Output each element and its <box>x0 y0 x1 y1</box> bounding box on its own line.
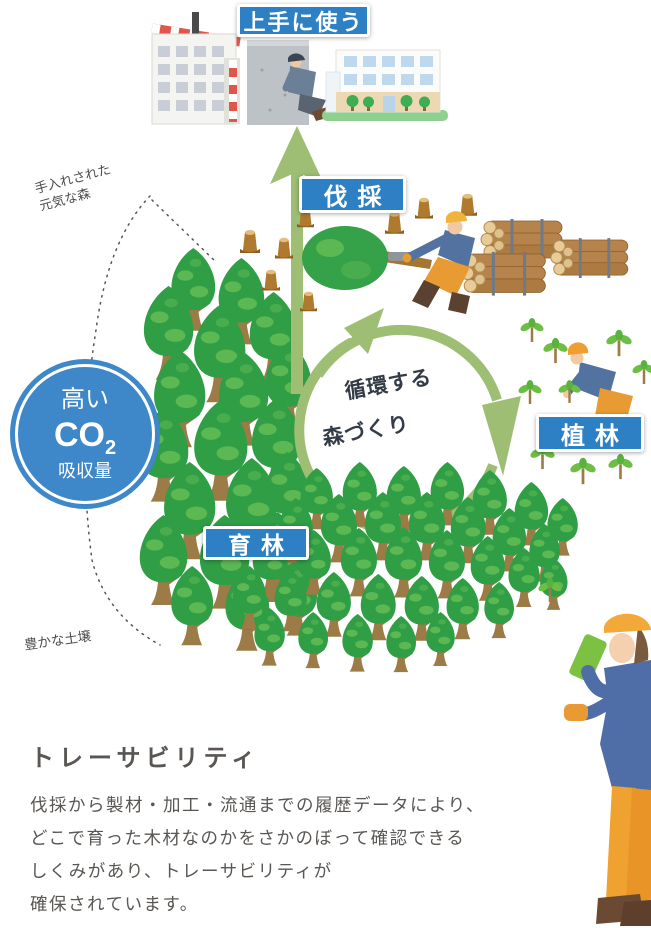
label-planting: 植林 <box>536 414 644 452</box>
label-logging: 伐採 <box>299 176 406 213</box>
construction-worker-illustration <box>247 40 334 125</box>
window <box>158 82 170 93</box>
label-use-well: 上手に使う <box>237 4 370 37</box>
tree <box>386 616 416 673</box>
window <box>382 74 395 85</box>
window <box>382 56 395 67</box>
office-building-illustration <box>322 49 448 121</box>
window <box>344 74 357 85</box>
window <box>401 74 414 85</box>
cycle-arrows <box>270 126 521 536</box>
window <box>194 64 206 75</box>
stump-icon <box>275 237 293 259</box>
window <box>158 100 170 111</box>
window <box>176 46 188 57</box>
logger-illustration <box>402 211 475 314</box>
window <box>212 64 224 75</box>
co2-badge-line1: 高い <box>61 385 109 413</box>
sapling-icon <box>605 452 636 481</box>
window <box>401 56 414 67</box>
traceability-title: トレーサビリティ <box>30 745 261 772</box>
street-trees <box>346 95 430 111</box>
traceability-body: 伐採から製材・加工・流通までの履歴データにより、 どこで育った木材なのかをさかの… <box>30 795 485 914</box>
stump-icon <box>240 230 260 253</box>
window <box>212 100 224 111</box>
tree <box>342 614 373 672</box>
sapling-icon <box>567 456 599 486</box>
window <box>194 82 206 93</box>
window <box>194 46 206 57</box>
window <box>176 82 188 93</box>
label-growing: 育林 <box>203 526 309 560</box>
co2-badge-line3: 吸収量 <box>58 461 112 482</box>
window <box>420 56 433 67</box>
window <box>158 46 170 57</box>
up-arrow-head <box>270 126 324 184</box>
surveyor-illustration <box>564 613 651 926</box>
felled-tree <box>302 226 432 290</box>
window <box>176 100 188 111</box>
window <box>344 56 357 67</box>
log-piles <box>459 217 630 298</box>
crane-icon <box>192 12 199 40</box>
factory-illustration <box>151 12 241 125</box>
co2-absorption-badge: 高い CO2 吸収量 <box>10 359 160 509</box>
sapling-icon <box>603 328 635 358</box>
window <box>363 56 376 67</box>
sapling-icon <box>540 336 571 365</box>
window <box>176 64 188 75</box>
window <box>212 82 224 93</box>
sapling-icon <box>629 358 651 386</box>
window <box>420 74 433 85</box>
stump-icon <box>415 197 433 219</box>
co2-badge-line2: CO2 <box>53 415 117 459</box>
grass-strip <box>322 110 448 121</box>
traceability-section: トレーサビリティ 伐採から製材・加工・流通までの履歴データにより、 どこで育った… <box>30 738 535 921</box>
window <box>158 64 170 75</box>
window <box>212 46 224 57</box>
tree <box>298 612 328 669</box>
window <box>194 100 206 111</box>
stump-icon <box>262 269 280 291</box>
sapling-icon <box>517 316 547 344</box>
sapling-icon <box>515 378 545 406</box>
tablet-icon <box>569 634 607 682</box>
window <box>363 74 376 85</box>
stump-icon <box>385 211 404 234</box>
